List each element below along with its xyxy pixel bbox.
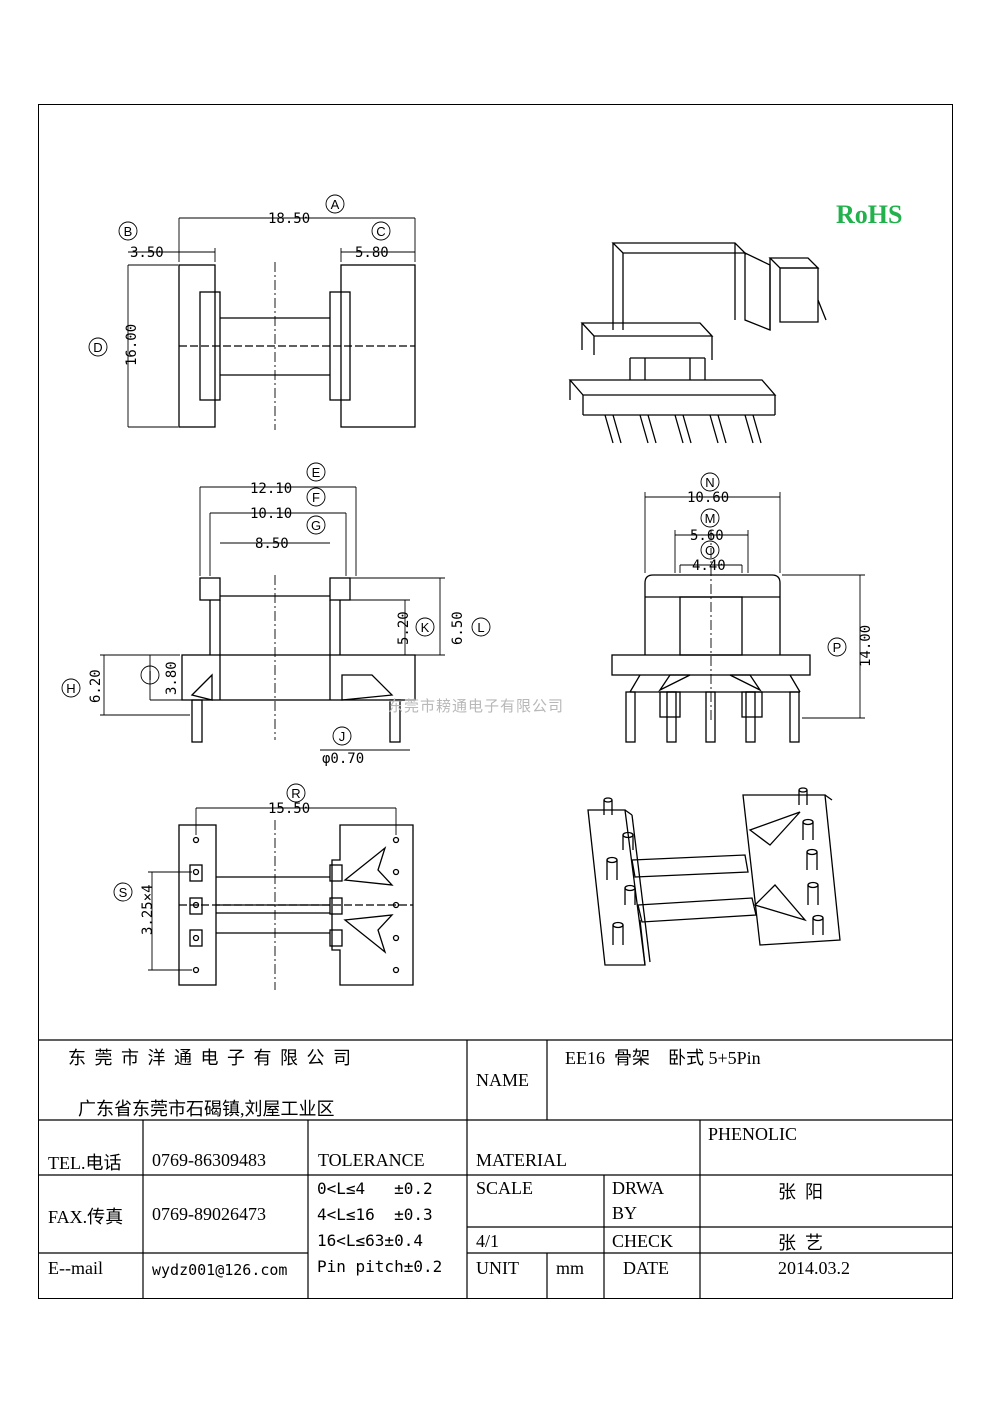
callout-G: G (311, 518, 321, 533)
tolerance-label: TOLERANCE (318, 1150, 425, 1170)
dim-R-value: 15.50 (268, 801, 310, 817)
date-value: 2014.03.2 (778, 1258, 850, 1278)
side-view (611, 492, 865, 743)
callout-C: C (376, 224, 385, 239)
check-label: CHECK (612, 1231, 674, 1251)
scale-value: 4/1 (476, 1231, 500, 1251)
fax-label: FAX.传真 (48, 1207, 124, 1227)
dimension-callouts (61, 194, 847, 902)
scale-label: SCALE (476, 1178, 534, 1198)
email-value: wydz001@126.com (152, 1261, 288, 1279)
dim-B-value: 3.50 (130, 245, 164, 261)
fax-value: 0769-89026473 (152, 1204, 266, 1224)
email-label: E--mail (48, 1258, 103, 1278)
isometric-view-bottom (587, 787, 841, 966)
callout-S: S (119, 885, 128, 900)
dim-D-value: 16.00 (124, 324, 140, 366)
callout-N: N (705, 475, 714, 490)
dim-O-value: 4.40 (692, 558, 726, 574)
callout-H: H (66, 681, 75, 696)
dim-F-value: 10.10 (250, 506, 292, 522)
check-value: 张 艺 (778, 1233, 823, 1253)
name-label: NAME (476, 1070, 529, 1090)
callout-I: I (148, 668, 152, 683)
callout-B: B (124, 224, 133, 239)
dim-N-value: 10.60 (687, 490, 729, 506)
callout-P: P (833, 640, 842, 655)
tolerance-row-3: 16<L≤63±0.4 (317, 1231, 423, 1250)
watermark: 东莞市耪通电子有限公司 (388, 697, 565, 715)
isometric-view-top (568, 242, 827, 444)
drawing-frame (38, 104, 953, 1299)
dim-K-value: 5.20 (396, 611, 412, 645)
tolerance-row-1: 0<L≤4 ±0.2 (317, 1179, 433, 1198)
dim-L-value: 6.50 (450, 611, 466, 645)
callout-J: J (339, 729, 346, 744)
callout-A: A (331, 197, 340, 212)
callout-F: F (312, 490, 320, 505)
dim-E-value: 12.10 (250, 481, 292, 497)
dim-S-value: 3.25×4 (140, 884, 156, 935)
dimension-callout-letters: A B C D E F G H I J K L M N O P R S (66, 197, 841, 900)
date-label: DATE (623, 1258, 669, 1278)
dim-P-value: 14.00 (858, 625, 874, 667)
dim-C-value: 5.80 (355, 245, 389, 261)
title-block-grid (38, 1039, 953, 1299)
callout-K: K (421, 620, 430, 635)
callout-O: O (705, 543, 715, 558)
dim-G-value: 8.50 (255, 536, 289, 552)
tel-label: TEL.电话 (48, 1153, 122, 1173)
front-view (100, 486, 445, 751)
dim-J-value: φ0.70 (322, 751, 364, 767)
dim-A-value: 18.50 (268, 211, 310, 227)
dim-M-value: 5.60 (690, 528, 724, 544)
callout-D: D (93, 340, 102, 355)
dimension-values: 18.50 3.50 5.80 16.00 12.10 10.10 8.50 6… (88, 211, 874, 935)
bottom-view (148, 807, 414, 990)
name-value: EE16 骨架 卧式 5+5Pin (565, 1048, 761, 1068)
tolerance-row-2: 4<L≤16 ±0.3 (317, 1205, 433, 1224)
drawn-by-value: 张 阳 (778, 1182, 823, 1202)
material-value: PHENOLIC (708, 1124, 797, 1144)
dim-I-value: 3.80 (164, 661, 180, 695)
tel-value: 0769-86309483 (152, 1150, 266, 1170)
material-label: MATERIAL (476, 1150, 567, 1170)
drawn-by-label-2: BY (612, 1203, 638, 1223)
dim-H-value: 6.20 (88, 669, 104, 703)
callout-L: L (477, 620, 484, 635)
unit-value: mm (556, 1258, 585, 1278)
tolerance-row-4: Pin pitch±0.2 (317, 1257, 443, 1276)
callout-E: E (312, 465, 321, 480)
company-address: 广东省东莞市石碣镇,刘屋工业区 (78, 1099, 335, 1119)
top-view (127, 217, 416, 430)
callout-R: R (291, 786, 300, 801)
rohs-badge: RoHS (836, 200, 903, 229)
callout-M: M (705, 511, 716, 526)
unit-label: UNIT (476, 1258, 519, 1278)
company-name: 东 莞 市 洋 通 电 子 有 限 公 司 (68, 1048, 353, 1068)
drawn-by-label-1: DRWA (612, 1178, 665, 1198)
